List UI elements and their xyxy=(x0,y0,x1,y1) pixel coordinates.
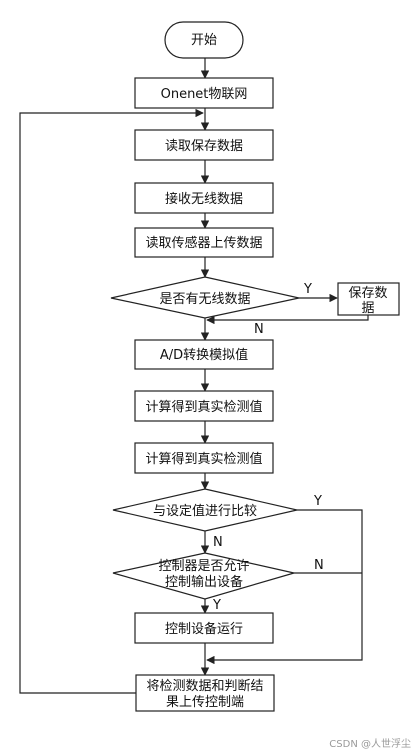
calc-true-node-2: 计算得到真实检测值 xyxy=(134,442,274,474)
ad-convert-label: A/D转换模拟值 xyxy=(160,347,248,363)
compare-decision: 与设定值进行比较 xyxy=(112,488,298,532)
ad-convert-node: A/D转换模拟值 xyxy=(134,339,274,370)
has-wireless-label: 是否有无线数据 xyxy=(159,292,250,307)
read-saved-node: 读取保存数据 xyxy=(134,129,274,161)
controller-allow-label-line1: 控制器是否允许 xyxy=(158,558,249,574)
allow-no-label: N xyxy=(314,558,324,573)
read-saved-label: 读取保存数据 xyxy=(165,139,243,154)
controller-allow-label-line2: 控制输出设备 xyxy=(165,574,243,590)
save-data-node: 保存数 据 xyxy=(337,282,400,316)
save-data-label-line1: 保存数 xyxy=(348,286,387,301)
calc-true-label-1: 计算得到真实检测值 xyxy=(145,399,262,415)
compare-no-label: N xyxy=(213,535,223,550)
start-label: 开始 xyxy=(191,33,217,48)
receive-wireless-label: 接收无线数据 xyxy=(165,191,243,207)
receive-wireless-node: 接收无线数据 xyxy=(134,182,274,214)
wireless-yes-label: Y xyxy=(303,282,312,297)
compare-yes-label: Y xyxy=(313,494,322,509)
onenet-node: Onenet物联网 xyxy=(134,77,274,109)
read-sensor-label: 读取传感器上传数据 xyxy=(145,235,262,251)
has-wireless-decision: 是否有无线数据 xyxy=(110,276,300,319)
watermark: CSDN @人世浮尘 xyxy=(329,738,411,750)
upload-label-line2: 果上传控制端 xyxy=(166,695,244,710)
calc-true-node-1: 计算得到真实检测值 xyxy=(134,390,274,422)
wireless-no-label: N xyxy=(254,322,264,337)
connectors xyxy=(19,58,369,694)
device-run-label: 控制设备运行 xyxy=(165,621,243,637)
device-run-node: 控制设备运行 xyxy=(134,612,274,644)
compare-label: 与设定值进行比较 xyxy=(153,503,257,519)
calc-true-label-2: 计算得到真实检测值 xyxy=(145,451,262,467)
controller-allow-decision: 控制器是否允许 控制输出设备 xyxy=(112,552,295,600)
upload-label-line1: 将检测数据和判断结 xyxy=(146,679,263,694)
start-node: 开始 xyxy=(164,21,244,59)
save-data-label-line2: 据 xyxy=(361,301,374,316)
allow-yes-label: Y xyxy=(212,598,221,613)
onenet-label: Onenet物联网 xyxy=(161,87,248,102)
read-sensor-node: 读取传感器上传数据 xyxy=(134,227,274,258)
upload-node: 将检测数据和判断结 果上传控制端 xyxy=(135,674,275,712)
